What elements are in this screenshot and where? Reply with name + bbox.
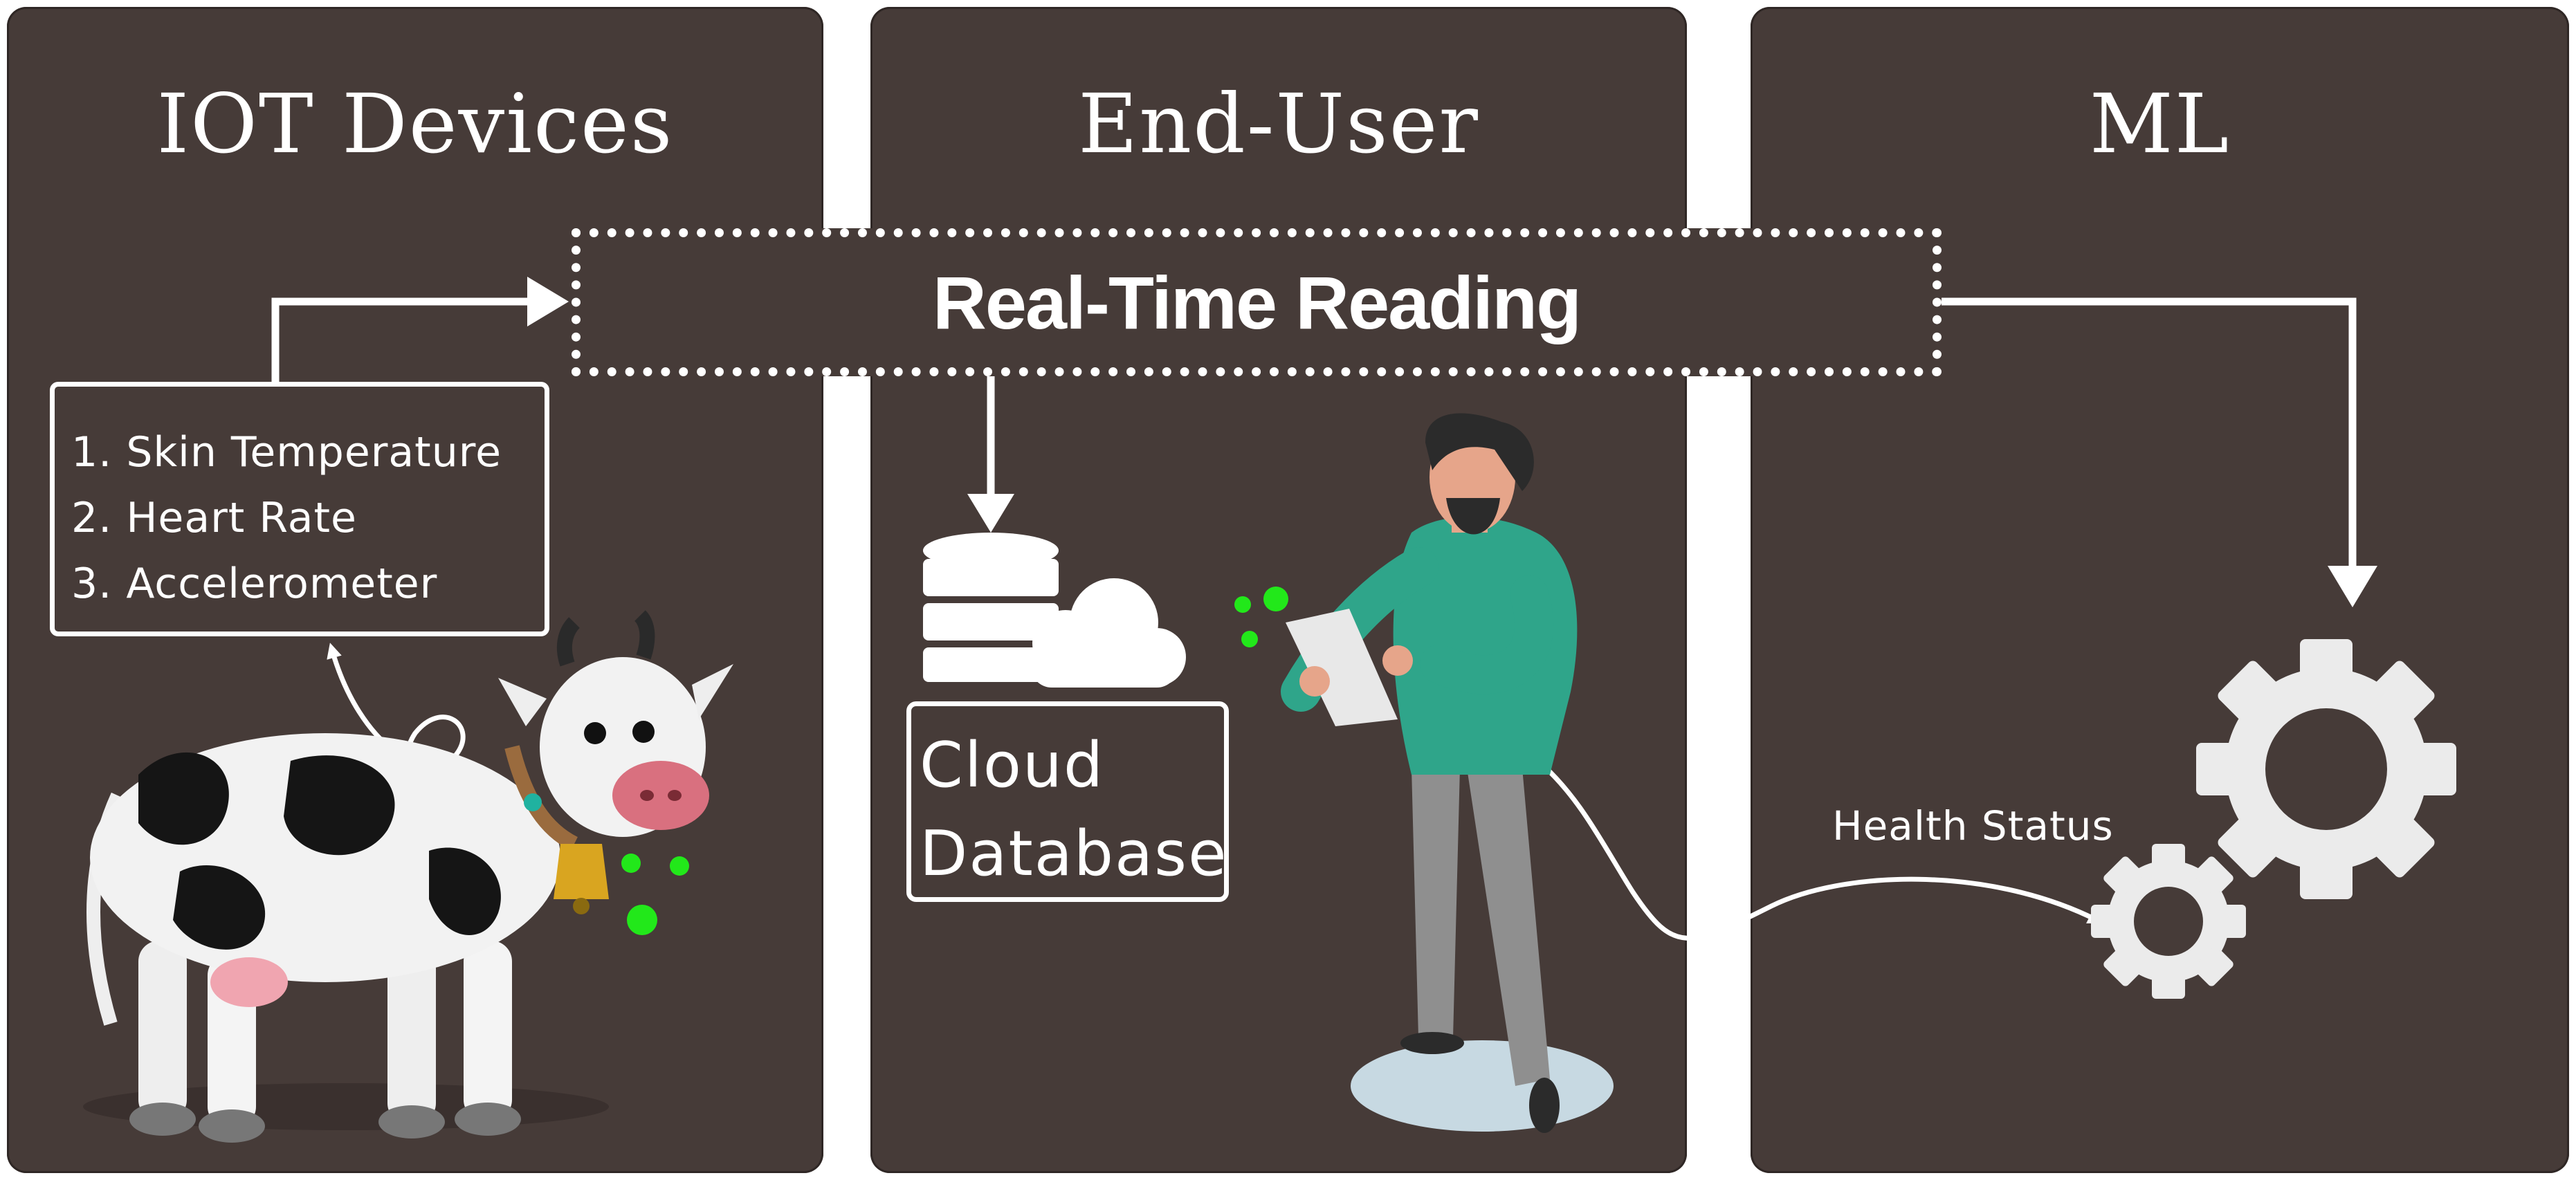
panel-title-ml: ML — [2089, 76, 2231, 172]
arrow-sensors-to-realtime — [271, 277, 569, 382]
cloud-label-line-2: Database — [920, 818, 1228, 890]
cow-illustration — [83, 610, 733, 1143]
cloud-label-line-1: Cloud — [920, 729, 1105, 802]
gear-small-icon — [2091, 844, 2246, 999]
gear-large-icon — [2196, 639, 2456, 899]
cloud-database-box: Cloud Database — [906, 701, 1229, 902]
panel-title-end-user: End-User — [1078, 76, 1479, 172]
arrow-gear-tablet — [1410, 706, 2104, 941]
sensor-signal-dots — [621, 587, 1288, 935]
person-with-tablet-illustration — [1281, 413, 1614, 1133]
realtime-reading-box: Real-Time Reading — [572, 228, 1942, 376]
sensor-list-box: 1. Skin Temperature 2. Heart Rate 3. Acc… — [50, 382, 549, 636]
sensor-item-accelerometer: 3. Accelerometer — [71, 560, 438, 608]
sensor-item-skin-temperature: 1. Skin Temperature — [71, 428, 502, 477]
sensor-item-heart-rate: 2. Heart Rate — [71, 494, 357, 542]
realtime-reading-label: Real-Time Reading — [932, 260, 1582, 344]
panel-title-iot: IOT Devices — [156, 76, 674, 172]
database-icon — [923, 533, 1059, 682]
cloud-icon — [1031, 578, 1186, 688]
arrow-realtime-to-ml — [1942, 297, 2377, 607]
arrow-realtime-to-database — [967, 376, 1014, 533]
